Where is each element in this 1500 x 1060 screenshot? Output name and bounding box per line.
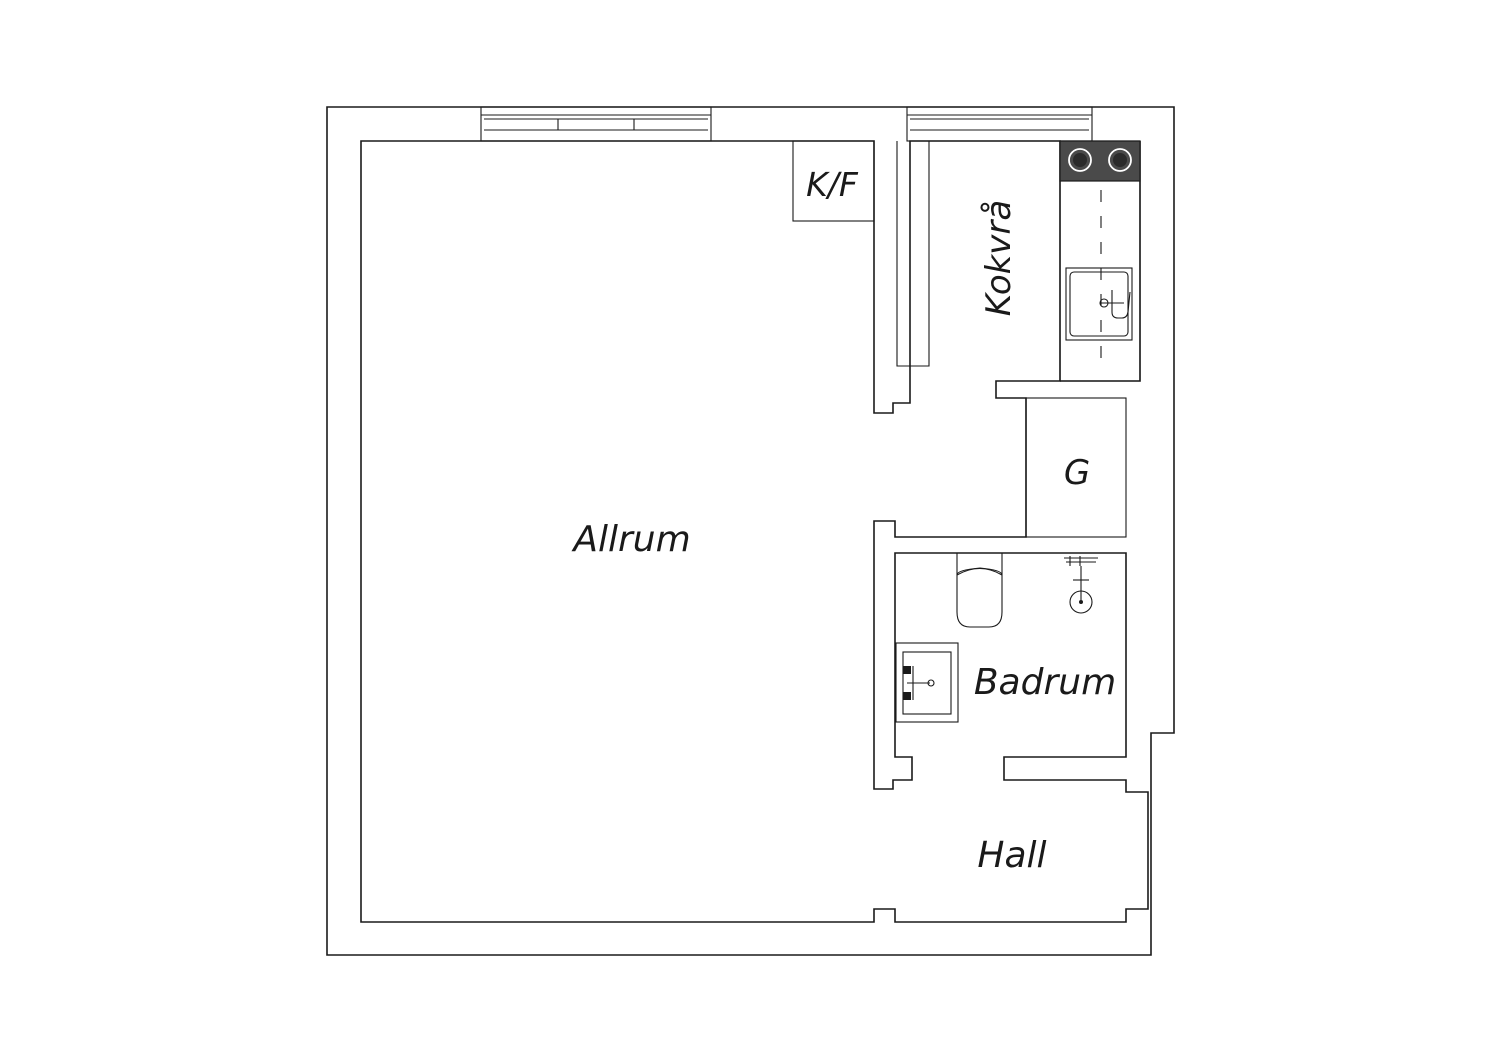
window-allrum xyxy=(480,106,712,142)
room-label-badrum: Badrum xyxy=(974,662,1116,703)
room-label-kf: K/F xyxy=(806,165,859,204)
room-label-hall: Hall xyxy=(977,835,1046,876)
room-label-kokvra: Kokvrå xyxy=(979,200,1019,317)
stove-burner-right-icon xyxy=(1108,148,1132,172)
bathroom-sink-icon xyxy=(895,642,959,723)
window-kokvra xyxy=(906,106,1093,142)
kitchen-counter-right xyxy=(1059,140,1141,382)
kitchen-sink-icon xyxy=(1065,267,1133,341)
room-label-allrum: Allrum xyxy=(571,519,690,560)
interior-wall-main xyxy=(360,140,1149,923)
fridge-freezer-box xyxy=(792,140,875,222)
wardrobe-box xyxy=(1025,397,1127,538)
stove xyxy=(1059,140,1141,182)
kitchen-counter-left xyxy=(896,141,930,367)
room-label-garderob: G xyxy=(1064,453,1090,493)
stove-burner-left-icon xyxy=(1068,148,1092,172)
outer-wall xyxy=(326,106,1175,956)
toilet-icon xyxy=(956,553,1003,628)
shower-icon xyxy=(1064,556,1098,614)
